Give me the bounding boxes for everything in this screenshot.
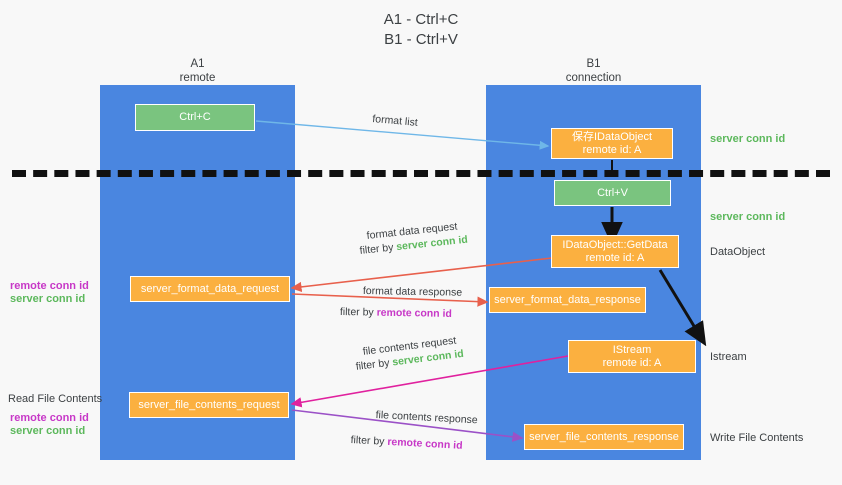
left-label-remote-conn-id-1: remote conn id xyxy=(10,280,89,292)
filter-prefix: filter by xyxy=(359,241,397,257)
filter-prefix: filter by xyxy=(355,356,394,373)
box-server-file-contents-request[interactable]: server_file_contents_request xyxy=(129,392,289,418)
edge-note-format-data-response-filter: filter by remote conn id xyxy=(340,305,452,321)
box-save-idataobject-sub: remote id: A xyxy=(582,143,642,156)
box-ctrl-v-label: Ctrl+V xyxy=(597,186,628,199)
right-label-dataobject: DataObject xyxy=(710,246,766,258)
left-label-read-file-contents: Read File Contents xyxy=(8,393,103,405)
box-ctrl-c-label: Ctrl+C xyxy=(179,111,211,123)
filter-prefix: filter by xyxy=(350,433,388,448)
filter-prefix: filter by xyxy=(339,305,377,319)
title-line-2: B1 - Ctrl+V xyxy=(384,31,458,48)
title-line-1: A1 - Ctrl+C xyxy=(383,11,459,28)
left-label-remote-conn-id-2: remote conn id xyxy=(10,412,89,424)
box-save-idataobject-label: 保存IDataObject xyxy=(571,130,653,143)
edge-note-file-contents-response: file contents response xyxy=(375,408,478,427)
box-istream[interactable]: IStream remote id: A xyxy=(568,340,696,373)
right-label-write-file-contents: Write File Contents xyxy=(710,432,804,444)
box-server-format-data-request[interactable]: server_format_data_request xyxy=(130,276,290,302)
box-istream-sub: remote id: A xyxy=(602,356,662,369)
box-server-format-data-request-label: server_format_data_request xyxy=(140,282,280,295)
filter-key-remote-conn-id: remote conn id xyxy=(376,306,452,320)
edge-note-format-data-response-text: format data response xyxy=(362,284,463,299)
edge-note-format-data-response: format data response xyxy=(363,284,462,300)
box-idataobject-getdata-sub: remote id: A xyxy=(585,251,645,264)
right-label-server-conn-id-mid: server conn id xyxy=(710,211,786,223)
left-label-server-conn-id-1: server conn id xyxy=(10,293,86,305)
box-ctrl-c[interactable]: Ctrl+C xyxy=(135,104,255,131)
box-server-file-contents-request-label: server_file_contents_request xyxy=(138,398,280,411)
box-idataobject-getdata[interactable]: IDataObject::GetData remote id: A xyxy=(551,235,679,268)
edge-note-format-list: format list xyxy=(371,112,419,129)
lane-a1-sub: remote xyxy=(179,72,216,84)
right-label-istream: Istream xyxy=(710,351,747,363)
box-server-format-data-response-label: server_format_data_response xyxy=(494,293,641,306)
box-save-idataobject[interactable]: 保存IDataObject remote id: A xyxy=(551,128,673,159)
page-title: A1 - Ctrl+C B1 - Ctrl+V xyxy=(0,10,842,50)
lane-b1-header: B1 connection xyxy=(486,57,701,85)
right-label-server-conn-id-top: server conn id xyxy=(710,133,786,145)
filter-key-remote-conn-id: remote conn id xyxy=(387,435,463,452)
box-idataobject-getdata-label: IDataObject::GetData xyxy=(562,238,668,251)
lane-a1-header: A1 remote xyxy=(100,57,295,85)
lane-b1-name: B1 xyxy=(586,58,601,70)
box-server-file-contents-response[interactable]: server_file_contents_response xyxy=(524,424,684,450)
left-label-server-conn-id-2: server conn id xyxy=(10,425,86,437)
lane-a1-name: A1 xyxy=(190,58,205,70)
edge-note-file-contents-response-filter: filter by remote conn id xyxy=(350,433,463,453)
lane-b1-sub: connection xyxy=(565,72,622,84)
box-istream-label: IStream xyxy=(612,343,652,356)
box-server-file-contents-response-label: server_file_contents_response xyxy=(529,430,679,443)
box-ctrl-v[interactable]: Ctrl+V xyxy=(554,180,671,206)
box-server-format-data-response[interactable]: server_format_data_response xyxy=(489,287,646,313)
edge-note-file-contents-response-text: file contents response xyxy=(375,408,478,427)
divider-dashed-line xyxy=(12,170,830,177)
